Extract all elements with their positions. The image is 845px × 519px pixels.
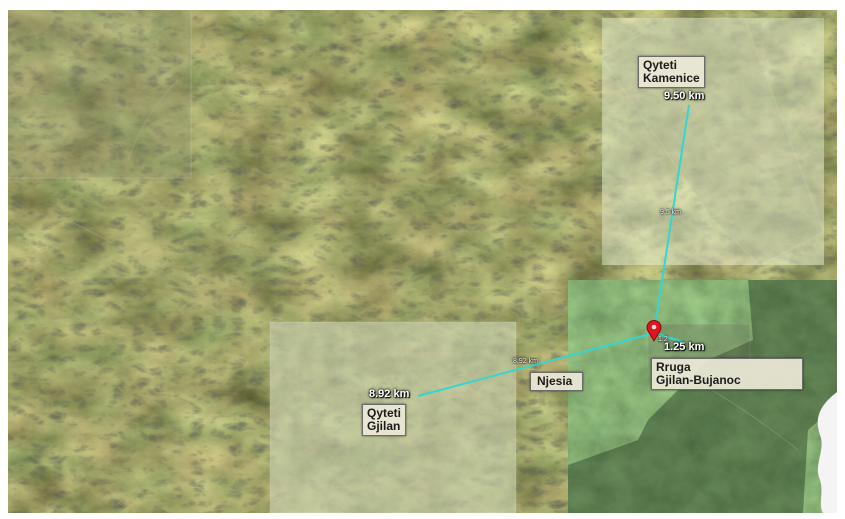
label-qyteti-kamenice[interactable]: Qyteti Kamenice bbox=[638, 56, 705, 88]
label-line: Rruga bbox=[656, 360, 691, 374]
route-line-kamenice[interactable] bbox=[653, 104, 690, 334]
segment-label-west: 8.92 km bbox=[513, 358, 538, 365]
road bbox=[127, 79, 179, 161]
label-njesia[interactable]: Njesia bbox=[530, 372, 584, 391]
label-line: Kamenice bbox=[643, 71, 700, 85]
distance-rruga: 1.25 km bbox=[664, 341, 705, 353]
label-rruga-gjilan-bujanoc[interactable]: Rruga Gjilan-Bujanoc bbox=[651, 358, 803, 390]
forest-area-east bbox=[568, 280, 837, 513]
imagery-tile-northwest bbox=[8, 10, 191, 178]
route-line-gjilan[interactable] bbox=[417, 332, 655, 397]
distance-gjilan: 8.92 km bbox=[369, 388, 410, 400]
label-line: Qyteti bbox=[643, 58, 678, 72]
label-line: Gjilan bbox=[367, 419, 401, 433]
satellite-map[interactable] bbox=[8, 10, 837, 513]
route-line-rruga[interactable] bbox=[653, 331, 684, 344]
road bbox=[47, 209, 339, 411]
forest-tint-east bbox=[568, 280, 837, 513]
no-coverage-area bbox=[817, 392, 837, 513]
label-line: Gjilan-Bujanoc bbox=[656, 373, 741, 387]
distance-kamenice: 9.50 km bbox=[664, 90, 705, 102]
segment-label-north: 9.5 km bbox=[660, 209, 682, 216]
segment-label-east: 1.2 bbox=[658, 336, 668, 343]
map-pin-icon[interactable] bbox=[646, 319, 662, 342]
map-frame: Qyteti Kamenice 9.50 km 9.5 km 8.92 km 1… bbox=[8, 10, 837, 513]
label-qyteti-gjilan[interactable]: Qyteti Gjilan bbox=[362, 404, 407, 436]
label-line: Qyteti bbox=[367, 406, 402, 420]
label-line: Njesia bbox=[537, 374, 573, 388]
